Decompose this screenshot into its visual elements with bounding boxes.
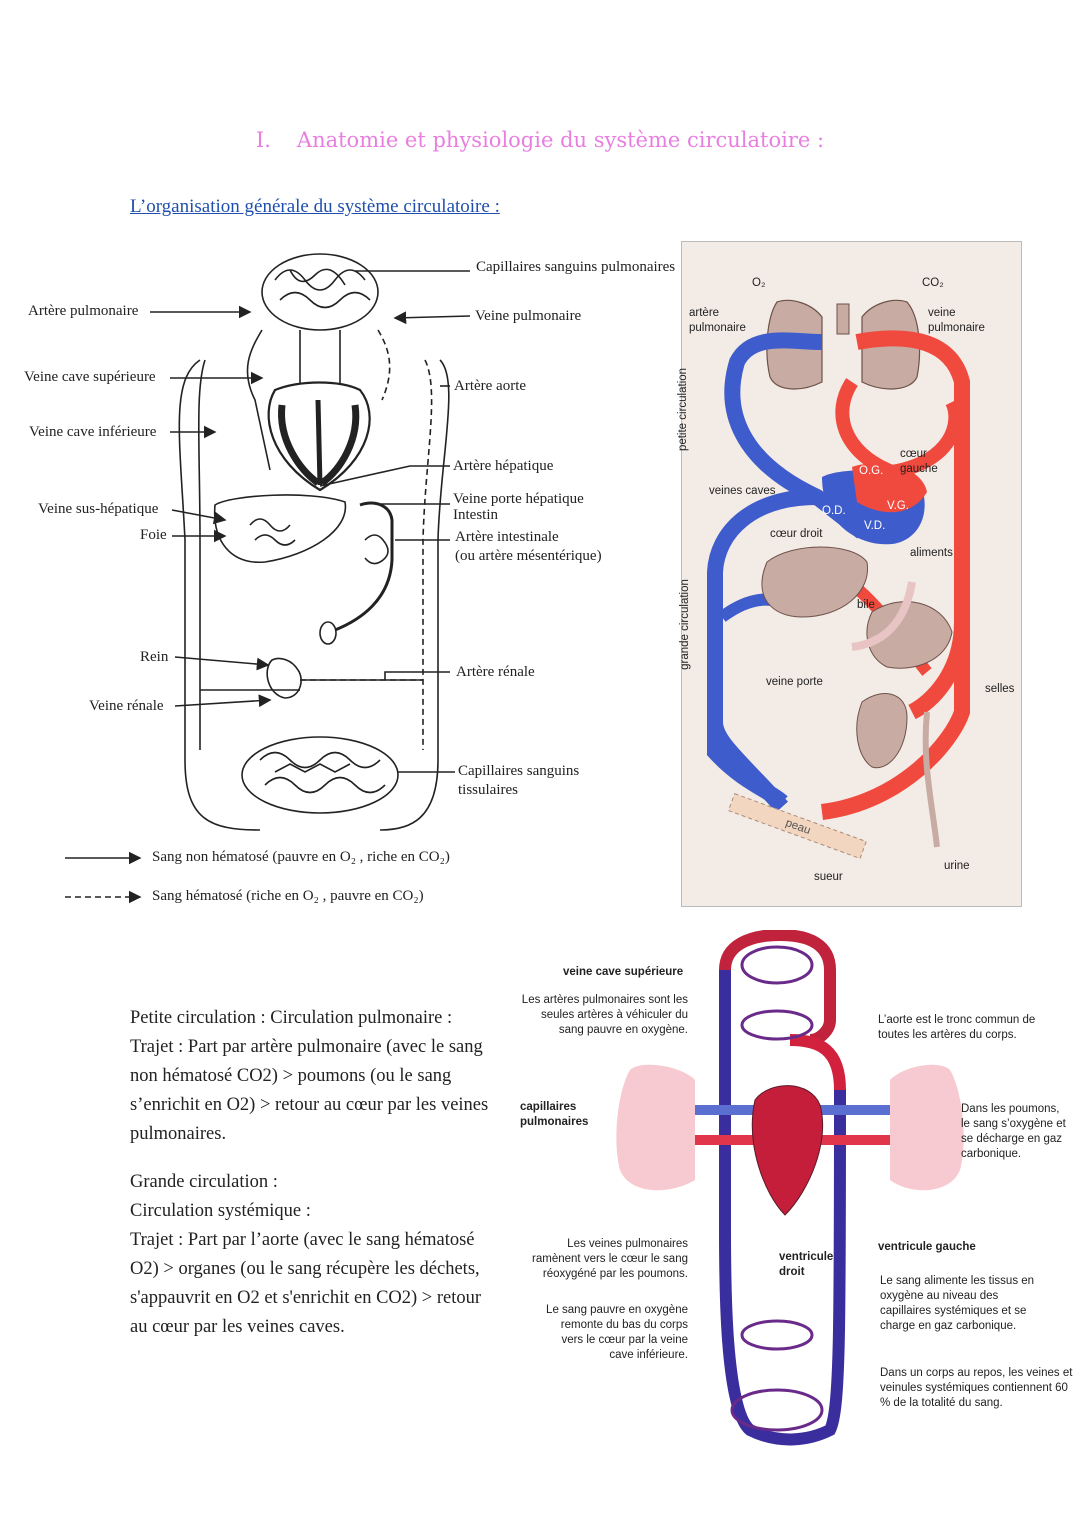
label-o2: O₂ — [752, 277, 766, 289]
label-vent-gauche: ventricule gauche — [878, 1241, 976, 1253]
diagram-colored: O₂ CO₂ artère pulmonaire veine pulmonair… — [677, 241, 1022, 907]
label-intestin: Intestin — [453, 507, 498, 523]
grande-title-2: Circulation systémique : — [130, 1201, 311, 1221]
label-od: O.D. — [822, 505, 846, 517]
label-art-hep: Artère hépatique — [453, 458, 554, 474]
label-selles: selles — [985, 683, 1015, 695]
double-circulation-drawing — [616, 928, 964, 1446]
section-heading: I. Anatomie et physiologie du système cir… — [0, 128, 1080, 152]
label-art-int: Artère intestinale — [455, 529, 559, 545]
label-aliments: aliments — [910, 547, 953, 559]
label-vent-droit: ventricule droit — [779, 1251, 834, 1278]
grande-title-1: Grande circulation : — [130, 1172, 278, 1192]
label-coeur-droit: cœur droit — [770, 528, 823, 540]
label-veine-pulm-2: veine pulmonaire — [928, 307, 985, 334]
label-artere-pulm: Artère pulmonaire — [28, 303, 139, 319]
grande-body: Trajet : Part par l’aorte (avec le sang … — [130, 1230, 482, 1337]
label-cap-pulm: capillaires pulmonaires — [520, 1101, 589, 1128]
petite-body: Trajet : Part par artère pulmonaire (ave… — [130, 1037, 489, 1144]
label-veine-sus-hep: Veine sus-hépatique — [38, 501, 159, 517]
legend-dashed: Sang hématosé (riche en O₂ , pauvre en C… — [152, 888, 424, 904]
petite-title: Petite circulation : Circulation pulmona… — [130, 1008, 453, 1028]
label-repos: Dans un corps au repos, les veines et ve… — [880, 1367, 1073, 1409]
label-vci: Veine cave inférieure — [29, 424, 157, 440]
section-number: I. — [255, 128, 271, 152]
label-capillaires-pulm: Capillaires sanguins pulmonaires — [476, 259, 676, 275]
diagram-double-circulation: veine cave supérieure Les artères pulmon… — [520, 928, 1080, 1450]
text-block: Petite circulation : Circulation pulmona… — [130, 1004, 500, 1361]
colored-drawing — [707, 299, 970, 860]
label-aorte-3: L’aorte est le tronc commun de toutes le… — [878, 1014, 1036, 1041]
subheading: L’organisation générale du système circu… — [130, 196, 500, 217]
label-grande-circulation: grande circulation — [678, 579, 691, 670]
label-art-pulm-3: Les artères pulmonaires sont les seules … — [521, 994, 688, 1036]
label-art-mes: (ou artère mésentérique) — [455, 548, 602, 564]
label-art-pulm-2: artère pulmonaire — [689, 307, 746, 334]
label-sang-pauvre: Le sang pauvre en oxygène remonte du bas… — [546, 1304, 688, 1361]
diagram-schematic: Capillaires sanguins pulmonaires Veine p… — [0, 240, 675, 920]
label-og: O.G. — [859, 465, 884, 477]
label-sueur: sueur — [814, 871, 843, 883]
label-veines-pulm-3: Les veines pulmonaires ramènent vers le … — [532, 1238, 688, 1280]
label-coeur-gauche: cœur gauche — [900, 448, 938, 475]
label-poumons: Dans les poumons, le sang s’oxygène et s… — [961, 1103, 1066, 1160]
schematic-drawing — [65, 253, 471, 904]
label-veine-porte: Veine porte hépatique — [453, 491, 584, 507]
section-title: Anatomie et physiologie du système circu… — [296, 128, 825, 152]
label-urine: urine — [944, 860, 970, 872]
label-foie: Foie — [140, 527, 167, 543]
label-petite-circulation: petite circulation — [677, 367, 690, 452]
label-veine-ren: Veine rénale — [89, 698, 164, 714]
label-cap-syst: Le sang alimente les tissus en oxygène a… — [880, 1275, 1035, 1332]
label-aorte: Artère aorte — [454, 378, 527, 394]
label-art-ren: Artère rénale — [456, 664, 535, 680]
label-co2: CO₂ — [922, 277, 944, 289]
label-vg: V.G. — [887, 500, 909, 512]
label-capillaires-tiss: Capillaires sanguins tissulaires — [458, 763, 580, 798]
label-veine-porte-2: veine porte — [766, 676, 823, 688]
label-veines-caves: veines caves — [709, 485, 776, 497]
label-vcs-3: veine cave supérieure — [563, 966, 684, 978]
label-vcs: Veine cave supérieure — [24, 369, 156, 385]
label-veine-pulm: Veine pulmonaire — [475, 308, 582, 324]
label-rein: Rein — [140, 649, 169, 665]
label-bile: bile — [857, 599, 875, 611]
label-vd: V.D. — [864, 520, 886, 532]
legend-solid: Sang non hématosé (pauvre en O₂ , riche … — [152, 849, 450, 865]
